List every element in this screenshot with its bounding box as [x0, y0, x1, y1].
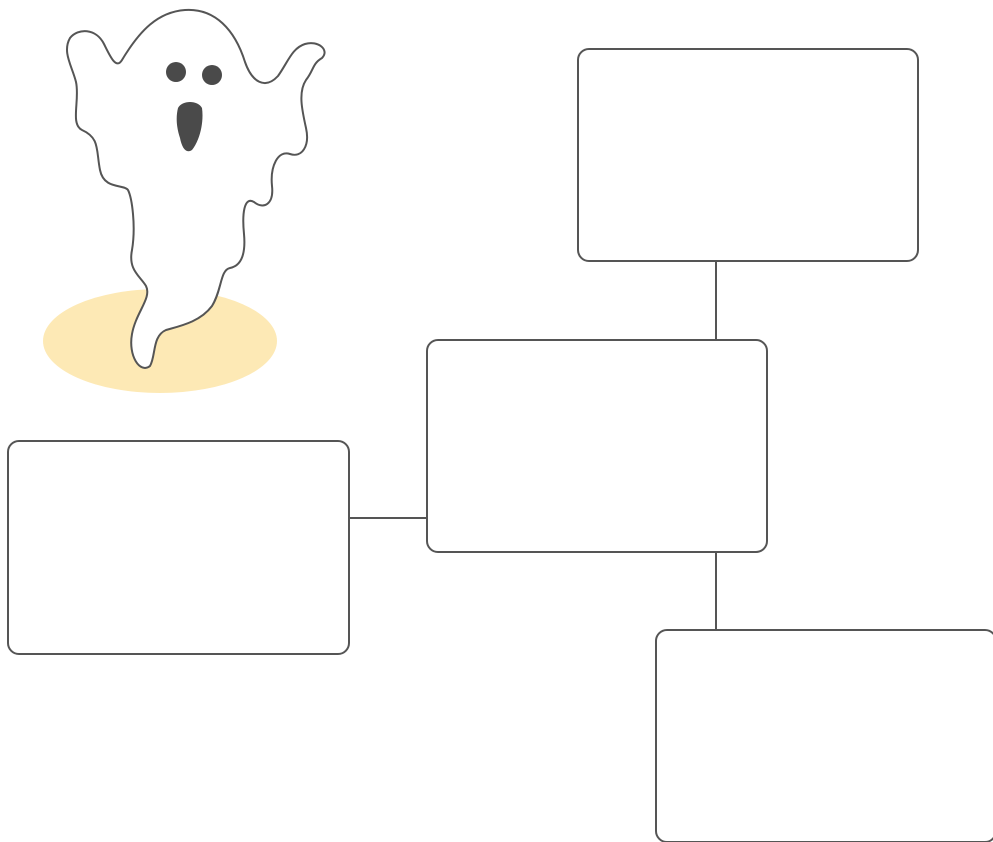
connector-middle-to-bottom — [715, 553, 717, 629]
diagram-box-middle[interactable] — [426, 339, 768, 553]
diagram-box-left[interactable] — [7, 440, 350, 655]
ghost-left-eye — [166, 62, 186, 82]
ghost-icon — [0, 0, 340, 400]
diagram-box-top[interactable] — [577, 48, 919, 262]
connector-top-to-middle — [715, 262, 717, 339]
connector-left-to-middle — [350, 517, 426, 519]
ghost-illustration — [0, 0, 340, 400]
ghost-right-eye — [202, 65, 222, 85]
diagram-box-bottom[interactable] — [655, 629, 993, 842]
